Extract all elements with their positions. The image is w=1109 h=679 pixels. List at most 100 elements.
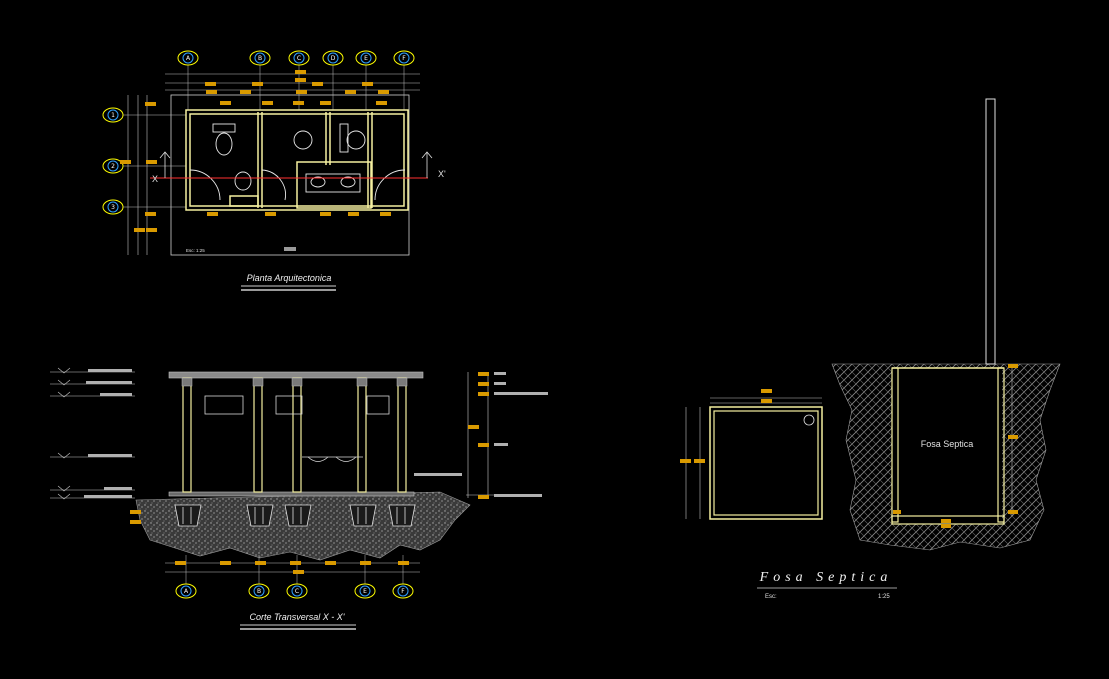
septic-tank: Fosa Septica Fosa Septica Esc: 1:25: [680, 98, 1061, 600]
dimension-tag: [320, 212, 331, 216]
section-dimension-tags: [130, 372, 489, 574]
septic-vent-pipe: [985, 98, 996, 365]
dimension-tag: [478, 443, 489, 447]
plan-axis-guides: [123, 65, 405, 208]
sink-2: [340, 176, 356, 188]
svg-text:D: D: [331, 55, 336, 62]
dimension-tag: [145, 212, 156, 216]
plan-fixtures: [189, 123, 406, 201]
dimension-tag: [220, 561, 231, 565]
septic-scale-label: Esc:: [765, 594, 777, 600]
sink-1: [310, 176, 326, 188]
dimension-tag: [130, 520, 141, 524]
svg-text:3: 3: [111, 204, 115, 211]
axis-bubble-2: 2: [102, 158, 124, 174]
section-cut-line: X X': [150, 151, 446, 184]
dimension-tag: [468, 425, 479, 429]
dimension-tag: [145, 102, 156, 106]
svg-text:E: E: [364, 55, 368, 62]
svg-text:C: C: [295, 588, 299, 595]
dimension-tag: [265, 212, 276, 216]
axis-bubble-f: F: [393, 50, 415, 66]
dimension-tag: [255, 561, 266, 565]
plan-dimension-tags: [120, 70, 391, 232]
plan-scale-tag: [284, 247, 296, 251]
dimension-tag: [293, 101, 304, 105]
section-title: Corte Transversal X - X': [249, 612, 344, 622]
section-axis-bubble-f: F: [392, 583, 414, 599]
section-right-text-bars: [414, 372, 548, 497]
dimension-tag: [175, 561, 186, 565]
dimension-tag: [293, 570, 304, 574]
dimension-tag: [380, 212, 391, 216]
axis-bubble-3: 3: [102, 199, 124, 215]
dimension-tag: [325, 561, 336, 565]
plan-walls: [185, 109, 409, 211]
section-level-markers: [50, 367, 135, 500]
svg-text:B: B: [258, 55, 262, 62]
dimension-tag: [130, 510, 141, 514]
dimension-tag: [207, 212, 218, 216]
toilet-1: [215, 132, 233, 156]
septic-title: Fosa Septica: [759, 570, 893, 585]
dimension-tag: [312, 82, 323, 86]
roof-slab: [168, 371, 424, 379]
svg-text:A: A: [184, 588, 189, 595]
dimension-tag: [290, 561, 301, 565]
dimension-tag: [362, 82, 373, 86]
dimension-tag: [206, 90, 217, 94]
axis-bubble-b: B: [249, 50, 271, 66]
toilet-2: [293, 130, 313, 150]
dimension-tag: [205, 82, 216, 86]
dimension-tag: [320, 101, 331, 105]
section-right-levels: [414, 372, 542, 498]
dimension-tag: [120, 160, 131, 164]
dimension-tag: [295, 78, 306, 82]
axis-bubble-d: D: [322, 50, 344, 66]
section-mark-x: X: [152, 174, 158, 184]
section-axis-bubble-e: E: [354, 583, 376, 599]
svg-text:B: B: [257, 588, 261, 595]
section-columns: [181, 377, 408, 493]
section-mark-x-prime: X': [438, 169, 446, 179]
section-sink-counter: [302, 456, 363, 462]
axis-bubble-1: 1: [102, 107, 124, 123]
dimension-tag: [220, 101, 231, 105]
section-level-text-bars: [84, 369, 132, 498]
section-axis-bubble-c: C: [286, 583, 308, 599]
septic-plan-view: [680, 389, 823, 520]
plan-title: Planta Arquitectonica: [247, 273, 332, 283]
svg-text:E: E: [363, 588, 367, 595]
dimension-tag: [360, 561, 371, 565]
section-footings: [174, 504, 416, 527]
dimension-tag: [345, 90, 356, 94]
septic-inner-label: Fosa Septica: [921, 439, 974, 449]
dimension-tag: [240, 90, 251, 94]
section-axis-bubble-b: B: [248, 583, 270, 599]
svg-text:F: F: [401, 588, 405, 595]
axis-bubble-c: C: [288, 50, 310, 66]
plan-footnote: Esc: 1:25: [186, 248, 205, 253]
plan-axis-bubbles-left: 1 2 3: [102, 107, 124, 215]
dimension-tag: [252, 82, 263, 86]
axis-bubble-e: E: [355, 50, 377, 66]
dimension-tag: [262, 101, 273, 105]
plan-frame: [170, 94, 410, 256]
section-windows: [204, 395, 390, 415]
svg-text:A: A: [186, 55, 191, 62]
dimension-tag: [398, 561, 409, 565]
dimension-tag: [478, 382, 489, 386]
dimension-tag: [348, 212, 359, 216]
floor-slab: [168, 491, 415, 497]
svg-text:C: C: [297, 55, 301, 62]
dimension-tag: [146, 160, 157, 164]
floor-plan: X X' Esc: 1:25 Planta Arquitectonica A B C…: [102, 50, 446, 291]
dimension-tag: [146, 228, 157, 232]
svg-text:1: 1: [111, 112, 115, 119]
septic-section-view: Fosa Septica: [831, 98, 1061, 551]
section-axis-bubble-a: A: [175, 583, 197, 599]
dimension-tag: [376, 101, 387, 105]
dimension-tag: [295, 70, 306, 74]
